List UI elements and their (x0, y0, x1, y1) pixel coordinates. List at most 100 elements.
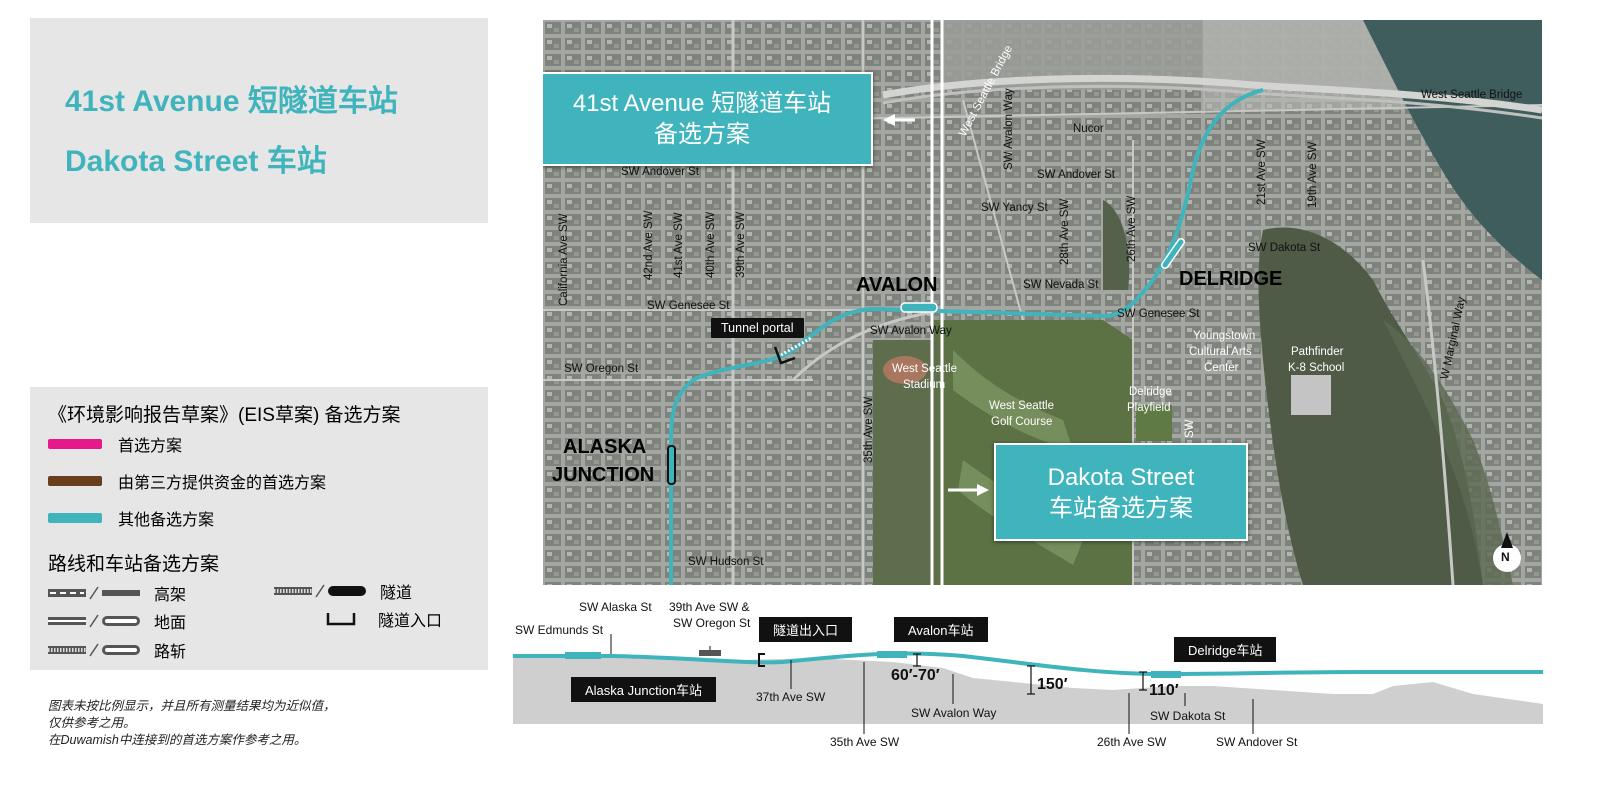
street-21st: 21st Ave SW (1256, 139, 1268, 205)
street-andover-west: SW Andover St (621, 166, 699, 178)
legend-label-tunnel-portal: 隧道入口 (378, 613, 443, 630)
profile-edmunds: SW Edmunds St (515, 623, 604, 637)
legend-label-at-grade: 地面 (154, 615, 187, 632)
street-dakota: SW Dakota St (1248, 242, 1321, 254)
profile-height-150: 150′ (1037, 676, 1068, 693)
legend-label-other: 其他备选方案 (118, 512, 215, 529)
label-avalon: AVALON (856, 274, 938, 296)
label-youngstown-3: Center (1204, 362, 1239, 374)
north-arrow-label: N (1501, 550, 1510, 564)
label-golf-course-2: Golf Course (991, 416, 1053, 428)
label-nucor: Nucor (1073, 123, 1104, 135)
profile-alaska-station-box: Alaska Junction车站 (571, 677, 717, 702)
legend-item-retained-cut: 路斩 (48, 639, 186, 661)
elevation-profile: SW Edmunds St SW Alaska St 39th Ave SW &… (513, 594, 1543, 754)
street-avalon-way: SW Avalon Way (870, 325, 952, 337)
label-west-seattle-bridge: West Seattle Bridge (1421, 89, 1523, 101)
street-42nd: 42nd Ave SW (643, 210, 655, 280)
profile-oregon-2: SW Oregon St (673, 616, 751, 630)
street-41st: 41st Ave SW (673, 212, 685, 278)
label-delridge: DELRIDGE (1179, 268, 1283, 290)
title-line-1: 41st Avenue 短隧道车站 (65, 85, 398, 118)
label-golf-course-1: West Seattle (989, 400, 1054, 412)
legend-route-heading: 路线和车站备选方案 (48, 554, 220, 575)
callout-dakota-street: Dakota Street 车站备选方案 (994, 443, 1248, 541)
legend-label-tunnel: 隧道 (380, 585, 413, 602)
aerial-map[interactable]: 41st Avenue 短隧道车站 备选方案 Dakota Street 车站备… (543, 20, 1542, 585)
street-19th: 19th Ave SW (1307, 141, 1319, 208)
profile-height-110: 110′ (1149, 682, 1179, 699)
label-delridge-playfield-1: Delridge (1129, 386, 1172, 398)
legend-label-retained-cut: 路斩 (154, 644, 187, 661)
legend-label-preferred: 首选方案 (118, 438, 183, 455)
legend-item-preferred: 首选方案 (48, 433, 182, 455)
legend-panel: 《环境影响报告草案》(EIS草案) 备选方案 首选方案 由第三方提供资金的首选方… (30, 387, 488, 670)
street-sw-partial: SW (1184, 419, 1196, 438)
street-35th: 35th Ave SW (863, 396, 875, 463)
street-26th: 26th Ave SW (1126, 195, 1138, 262)
street-28th: 28th Ave SW (1059, 198, 1071, 265)
profile-26th: 26th Ave SW (1097, 735, 1167, 749)
label-junction: JUNCTION (552, 464, 655, 486)
street-genesee-west: SW Genesee St (647, 300, 730, 312)
footnote-line-2: 仅供参考之用。 (48, 716, 136, 730)
profile-dakota: SW Dakota St (1150, 709, 1226, 723)
tunnel-line-icon (274, 584, 366, 598)
label-delridge-playfield-2: Playfield (1127, 402, 1171, 414)
title-panel: 41st Avenue 短隧道车站 Dakota Street 车站 (30, 18, 488, 223)
profile-avalon-station-box: Avalon车站 (894, 617, 988, 642)
label-youngstown-1: Youngstown (1193, 330, 1256, 342)
footnote: 图表未按比例显示，并且所有测量结果均为近似值， 仅供参考之用。 在Duwamis… (48, 698, 336, 749)
street-oregon: SW Oregon St (564, 363, 639, 375)
callout-41st-line-1: 41st Avenue 短隧道车站 (572, 90, 832, 117)
street-yancy: SW Yancy St (981, 202, 1048, 214)
legend-item-third-party: 由第三方提供资金的首选方案 (48, 470, 326, 492)
callout-dakota-line-2: 车站备选方案 (1049, 495, 1193, 522)
legend-item-tunnel: 隧道 (274, 580, 412, 602)
at-grade-line-icon (48, 614, 140, 628)
legend-item-at-grade: 地面 (48, 610, 186, 632)
legend-heading: 《环境影响报告草案》(EIS草案) 备选方案 (48, 405, 401, 426)
profile-35th: 35th Ave SW (830, 735, 900, 749)
profile-37th: 37th Ave SW (756, 690, 826, 704)
street-andover-east: SW Andover St (1037, 169, 1115, 181)
profile-delridge-station-box: Delridge车站 (1174, 637, 1277, 662)
street-hudson: SW Hudson St (688, 556, 764, 568)
legend-item-tunnel-portal: 隧道入口 (326, 608, 442, 630)
profile-oregon-1: 39th Ave SW & (669, 600, 750, 614)
street-39th: 39th Ave SW (735, 211, 747, 278)
label-youngstown-2: Cultural Arts (1189, 346, 1252, 358)
profile-andover: SW Andover St (1216, 735, 1298, 749)
legend-item-other: 其他备选方案 (48, 507, 214, 529)
retained-cut-line-icon (48, 643, 140, 657)
legend-swatch-other (48, 513, 102, 523)
tunnel-portal-label: Tunnel portal (711, 318, 804, 338)
profile-graphic (513, 634, 1543, 734)
profile-height-60-70: 60′-70′ (891, 667, 940, 684)
callout-41st-avenue: 41st Avenue 短隧道车站 备选方案 (543, 72, 873, 166)
legend-label-third-party: 由第三方提供资金的首选方案 (118, 475, 327, 492)
profile-alaska-st: SW Alaska St (579, 600, 652, 614)
title-line-2: Dakota Street 车站 (65, 145, 327, 178)
street-40th: 40th Ave SW (705, 211, 717, 278)
legend-item-elevated: 高架 (48, 582, 186, 604)
tunnel-portal-icon (326, 613, 356, 626)
label-pathfinder-1: Pathfinder (1291, 346, 1344, 358)
label-west-seattle-stadium-1: West Seattle (892, 363, 957, 375)
profile-avalon-way: SW Avalon Way (911, 706, 997, 720)
street-genesee-east: SW Genesee St (1117, 308, 1200, 320)
street-california: California Ave SW (558, 213, 570, 306)
street-avalon-way-vertical: SW Avalon Way (1003, 88, 1015, 170)
legend-swatch-third-party (48, 476, 102, 486)
label-alaska: ALASKA (563, 436, 647, 458)
footnote-line-3: 在Duwamish中连接到的首选方案作参考之用。 (48, 733, 307, 747)
callout-dakota-line-1: Dakota Street (1047, 464, 1195, 491)
footnote-line-1: 图表未按比例显示，并且所有测量结果均为近似值， (48, 699, 336, 713)
label-pathfinder-2: K-8 School (1288, 362, 1345, 374)
street-nevada: SW Nevada St (1023, 279, 1099, 291)
map-base (543, 20, 1542, 585)
profile-tunnel-portal-box: 隧道出入口 (759, 617, 853, 642)
legend-swatch-preferred (48, 439, 102, 449)
callout-41st-line-2: 备选方案 (654, 121, 750, 148)
legend-label-elevated: 高架 (154, 587, 187, 604)
